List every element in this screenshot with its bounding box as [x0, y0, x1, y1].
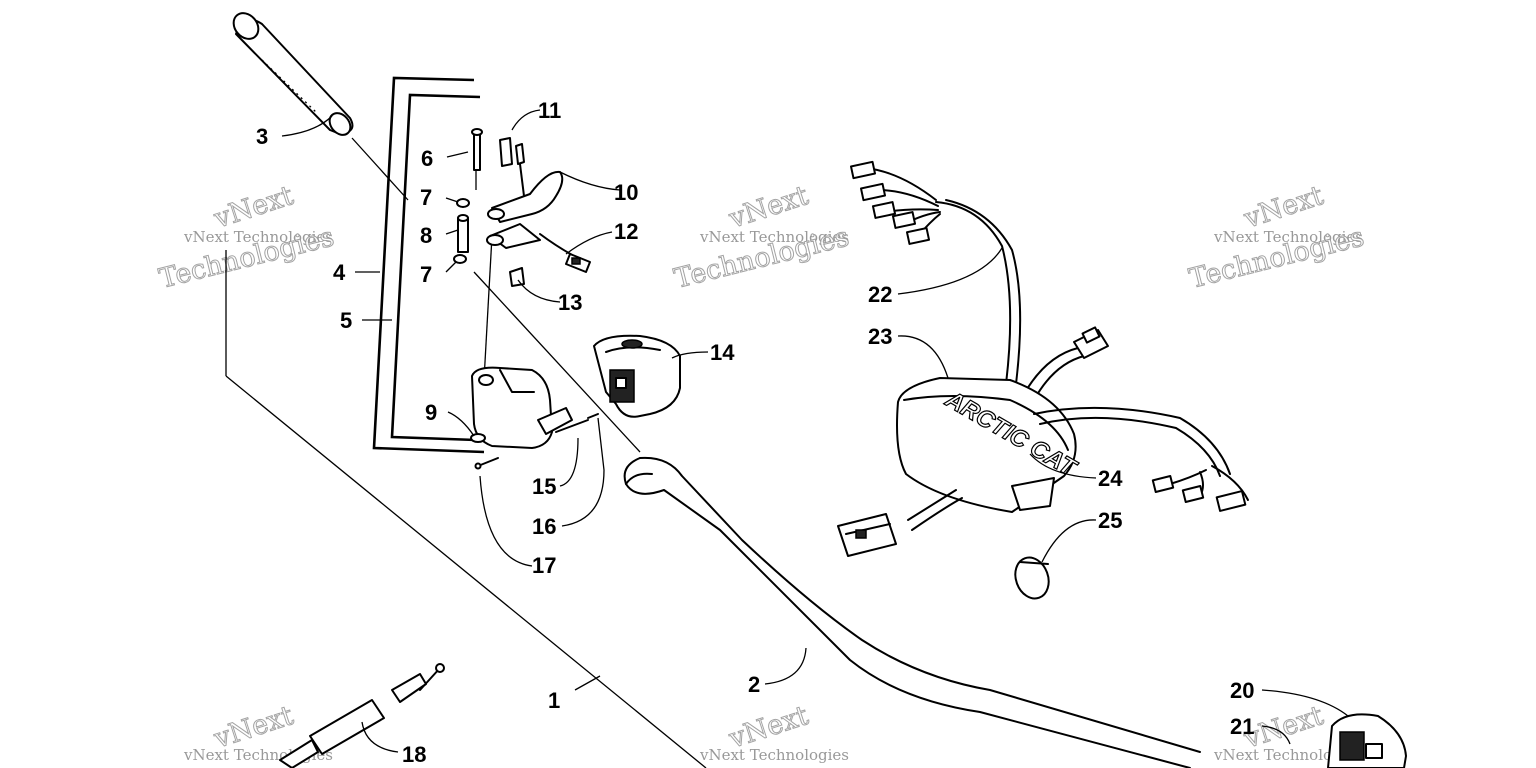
assembly-line-diagonal: [473, 271, 641, 453]
watermark-text: vNext Technologies: [699, 746, 849, 764]
callout-7-lower: 7: [420, 262, 432, 287]
set-screw: [587, 413, 599, 419]
throttle-cable: [279, 663, 445, 768]
long-screw: [474, 457, 499, 470]
watermark-top-right: vNext vNext Technologies Technologies: [1186, 180, 1368, 296]
callout-2: 2: [748, 672, 760, 697]
watermark-top-center: vNext vNext Technologies Technologies: [671, 180, 853, 296]
callout-14: 14: [710, 340, 735, 365]
callout-16: 16: [532, 514, 556, 539]
callout-21: 21: [1230, 714, 1254, 739]
callout-18: 18: [402, 742, 426, 767]
harness-housing: ARCTIC CAT: [896, 377, 1083, 513]
handlebar-grip: [232, 12, 354, 136]
switch-housing-left: [1327, 713, 1407, 768]
callout-24: 24: [1098, 466, 1123, 491]
watermark-text: vNext Technologies: [699, 228, 849, 246]
callout-22: 22: [868, 282, 892, 307]
washer-upper: [456, 198, 470, 208]
throttle-sensor-wire: [539, 233, 591, 273]
switch-housing-right: [593, 334, 681, 418]
callout-12: 12: [614, 219, 638, 244]
callout-labels: 1 2 3 4 5 6 7 8 7 9 10 11 12 13 14 15 16…: [256, 98, 1254, 767]
assembly-line-vertical: [483, 235, 493, 381]
upper-wire-harness: [849, 160, 1022, 385]
callout-6: 6: [421, 146, 433, 171]
callout-11: 11: [538, 98, 561, 123]
throttle-lever: [486, 170, 564, 249]
watermark-text: vNext Technologies: [1213, 746, 1363, 764]
small-screw: [555, 419, 589, 433]
bracket-5: [390, 93, 481, 442]
callout-25: 25: [1098, 508, 1122, 533]
right-wire-harness: [1033, 406, 1249, 512]
assembly-line-grip: [351, 137, 409, 201]
washer-lower: [453, 254, 467, 264]
switch-plates: [499, 137, 525, 197]
callout-15: 15: [532, 474, 556, 499]
callout-1: 1: [548, 688, 560, 713]
callout-7-upper: 7: [420, 185, 432, 210]
callout-9: 9: [425, 400, 437, 425]
pivot-pin: [471, 128, 483, 171]
watermark-word: vNext: [210, 180, 298, 235]
callout-13: 13: [558, 290, 582, 315]
callout-8: 8: [420, 223, 432, 248]
watermark-top-left: vNext vNext Technologies Technologies: [156, 180, 338, 296]
watermark-bottom-center: vNext vNext Technologies: [699, 700, 849, 764]
wire-clip: [509, 267, 525, 287]
bushing: [457, 214, 469, 253]
callout-10: 10: [614, 180, 638, 205]
side-wire-harness: [1023, 326, 1109, 401]
callout-3: 3: [256, 124, 268, 149]
callout-23: 23: [868, 324, 892, 349]
callout-20: 20: [1230, 678, 1254, 703]
handlebar: [623, 456, 1201, 768]
watermark-word: vNext: [725, 180, 813, 235]
watermark-text: vNext Technologies: [183, 228, 333, 246]
watermark-word: vNext: [1240, 180, 1328, 235]
assembly-line-1: [225, 375, 707, 768]
callout-5: 5: [340, 308, 352, 333]
callout-17: 17: [532, 553, 556, 578]
bracket-4: [372, 76, 485, 454]
callout-4: 4: [333, 260, 346, 285]
lower-wire-harness: [837, 489, 963, 557]
cable-tie: [1014, 556, 1050, 600]
leader-lines: [281, 109, 1349, 753]
throttle-block: [470, 366, 573, 449]
watermark-text: vNext Technologies: [1213, 228, 1363, 246]
